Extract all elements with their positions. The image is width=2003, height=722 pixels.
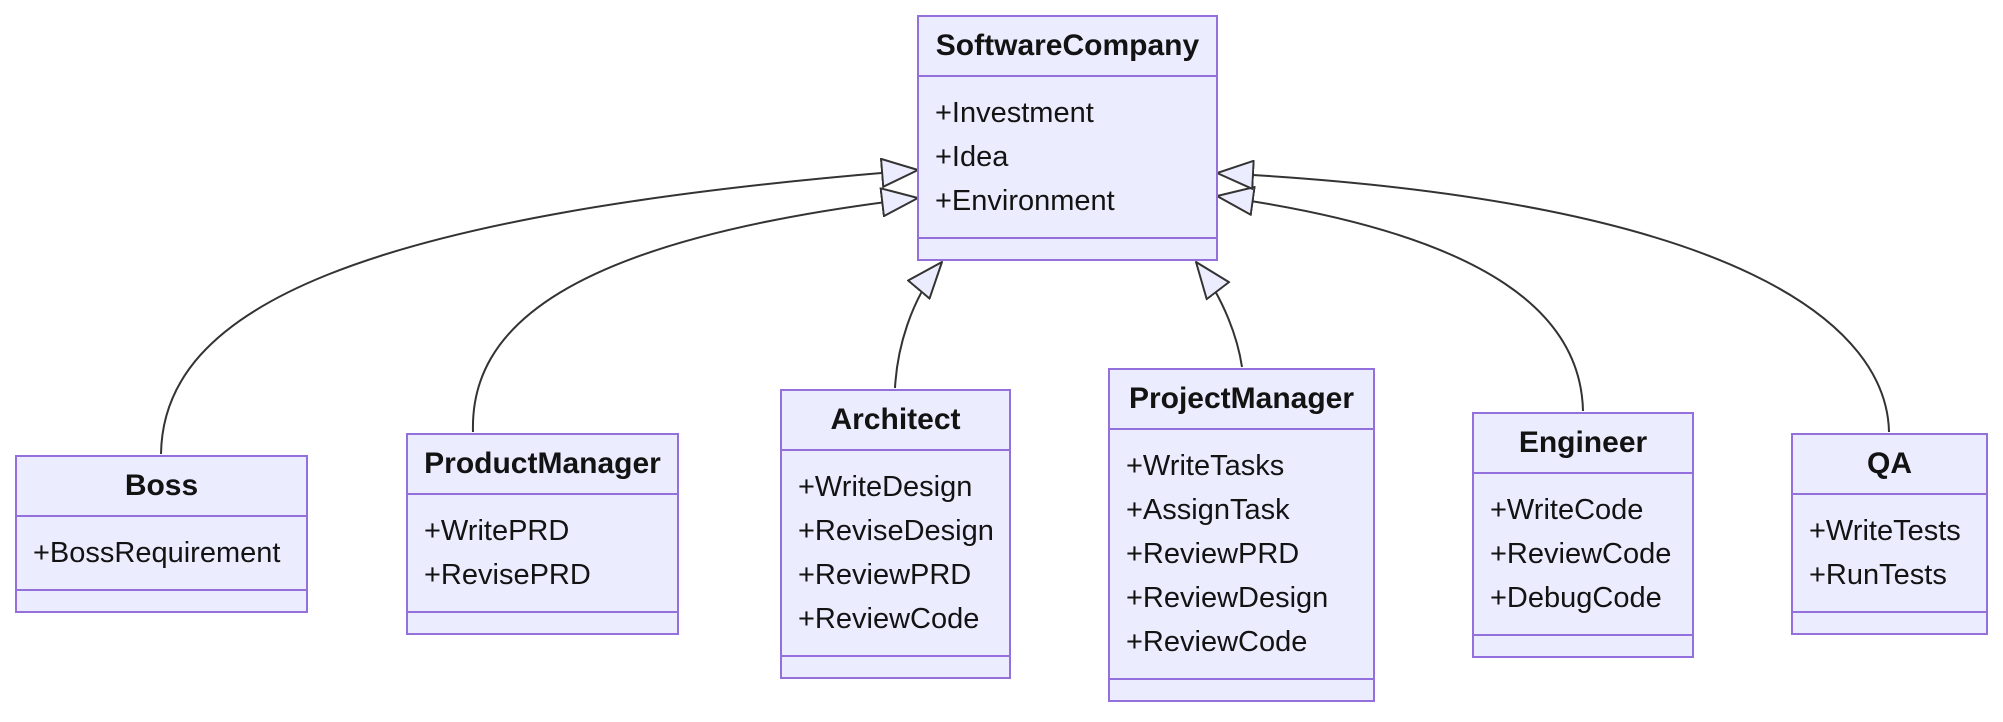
class-name: QA [1793,435,1986,495]
class-methods-empty [919,239,1216,259]
edge-productmanager-to-softwarecompany [471,198,918,433]
class-members: +WriteCode +ReviewCode +DebugCode [1474,474,1692,636]
class-member: +ReviewCode [1126,626,1308,658]
class-member: +ReviewCode [798,603,980,635]
class-member: +AssignTask [1126,494,1290,526]
class-member: +RevisePRD [424,559,591,591]
class-box-architect: Architect +WriteDesign +ReviseDesign +Re… [780,389,1011,679]
class-name: Architect [782,391,1009,451]
class-name: ProductManager [408,435,677,495]
class-member: +RunTests [1809,559,1947,591]
class-member: +ReviewDesign [1126,582,1329,614]
class-members: +WriteDesign +ReviseDesign +ReviewPRD +R… [782,451,1009,657]
class-name: ProjectManager [1110,370,1373,430]
class-box-qa: QA +WriteTests +RunTests [1791,433,1988,635]
class-box-softwarecompany: SoftwareCompany +Investment +Idea +Envir… [917,15,1218,261]
edge-boss-to-softwarecompany [160,170,918,455]
edge-architect-to-softwarecompany [894,262,942,389]
class-member: +ReviewCode [1490,538,1672,570]
class-member: +WriteTests [1809,515,1961,547]
class-name: Engineer [1474,414,1692,474]
class-methods-empty [408,613,677,633]
class-member: +Environment [935,185,1115,217]
class-members: +Investment +Idea +Environment [919,77,1216,239]
class-methods-empty [782,657,1009,677]
class-box-boss: Boss +BossRequirement [15,455,308,613]
class-members: +BossRequirement [17,517,306,591]
edge-qa-to-softwarecompany [1217,173,1890,433]
class-methods-empty [1110,680,1373,700]
class-members: +WritePRD +RevisePRD [408,495,677,613]
class-methods-empty [17,591,306,611]
edge-engineer-to-softwarecompany [1217,196,1584,412]
class-member: +WriteDesign [798,471,973,503]
class-member: +ReviewPRD [798,559,972,591]
class-member: +Investment [935,97,1094,129]
class-box-engineer: Engineer +WriteCode +ReviewCode +DebugCo… [1472,412,1694,658]
class-name: Boss [17,457,306,517]
class-member: +ReviseDesign [798,515,994,547]
class-box-projectmanager: ProjectManager +WriteTasks +AssignTask +… [1108,368,1375,702]
edge-projectmanager-to-softwarecompany [1196,262,1243,368]
class-name: SoftwareCompany [919,17,1216,77]
class-methods-empty [1474,636,1692,656]
class-member: +Idea [935,141,1009,173]
class-member: +WriteTasks [1126,450,1285,482]
class-member: +DebugCode [1490,582,1662,614]
class-box-productmanager: ProductManager +WritePRD +RevisePRD [406,433,679,635]
class-member: +BossRequirement [33,537,281,569]
class-methods-empty [1793,613,1986,633]
class-members: +WriteTasks +AssignTask +ReviewPRD +Revi… [1110,430,1373,680]
class-member: +WritePRD [424,515,570,547]
class-members: +WriteTests +RunTests [1793,495,1986,613]
class-member: +WriteCode [1490,494,1644,526]
class-member: +ReviewPRD [1126,538,1300,570]
